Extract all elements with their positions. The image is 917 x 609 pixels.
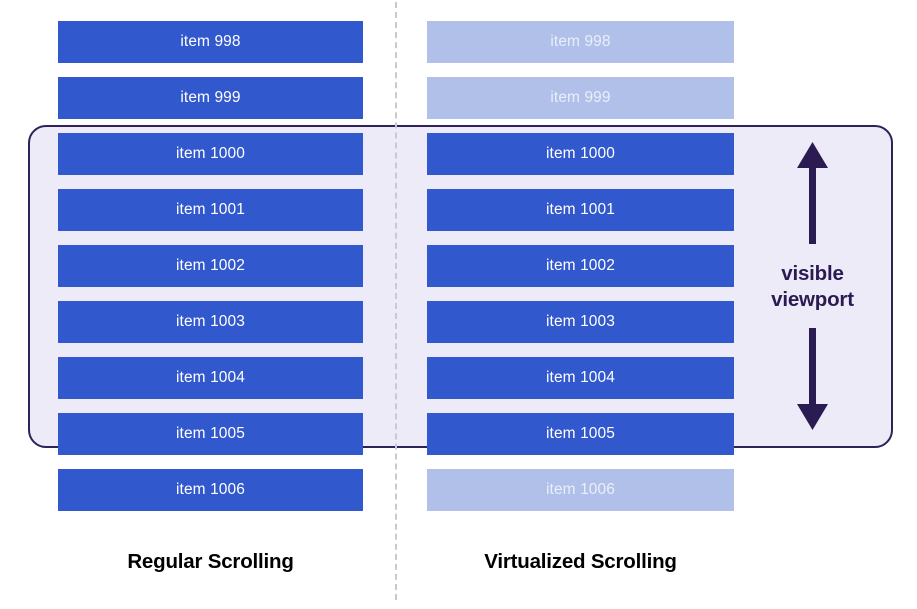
list-item[interactable]: item 1006 <box>427 469 734 511</box>
list-item[interactable]: item 1004 <box>58 357 363 399</box>
list-item[interactable]: item 1000 <box>427 133 734 175</box>
arrow-down-icon <box>797 328 828 430</box>
arrow-up-icon <box>797 142 828 244</box>
list-item[interactable]: item 1001 <box>58 189 363 231</box>
visible-viewport-label: visible viewport <box>771 261 854 312</box>
viewport-extent-arrows <box>797 142 828 430</box>
list-item[interactable]: item 999 <box>58 77 363 119</box>
annotation-line-1: visible <box>781 262 844 286</box>
list-item[interactable]: item 998 <box>58 21 363 63</box>
list-item[interactable]: item 1003 <box>58 301 363 343</box>
list-item[interactable]: item 1001 <box>427 189 734 231</box>
caption-regular-scrolling: Regular Scrolling <box>127 550 294 573</box>
visible-viewport-annotation: visible viewport <box>745 138 880 436</box>
list-item[interactable]: item 1002 <box>427 245 734 287</box>
column-divider <box>395 2 397 600</box>
annotation-line-2: viewport <box>771 288 854 311</box>
list-item[interactable]: item 1005 <box>427 413 734 455</box>
list-item[interactable]: item 1005 <box>58 413 363 455</box>
caption-virtualized-scrolling: Virtualized Scrolling <box>484 550 677 573</box>
list-item[interactable]: item 1004 <box>427 357 734 399</box>
list-item[interactable]: item 999 <box>427 77 734 119</box>
list-item[interactable]: item 1006 <box>58 469 363 511</box>
list-item[interactable]: item 998 <box>427 21 734 63</box>
list-item[interactable]: item 1003 <box>427 301 734 343</box>
list-item[interactable]: item 1002 <box>58 245 363 287</box>
list-item[interactable]: item 1000 <box>58 133 363 175</box>
